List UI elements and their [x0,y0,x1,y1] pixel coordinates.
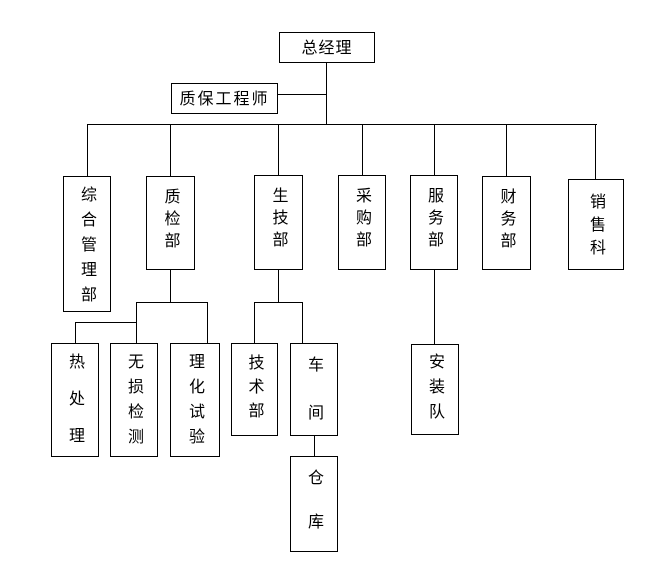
connector-drop-physchem [207,302,208,343]
node-service-dept-label: 服务部 [425,187,444,253]
connector-drop-finance [506,124,507,176]
connector-qid-crossbar [136,302,208,303]
connector-drop-production-tech [278,124,279,175]
node-workshop: 车间 [290,343,338,452]
node-qa-engineer: 质保工程师 [171,83,278,114]
connector-ptd-down [278,270,279,302]
node-installation-team-label: 安装队 [426,353,445,428]
node-nondestructive-testing: 无损检测 [110,343,158,457]
connector-workshop-warehouse [314,436,315,456]
node-production-tech-dept: 生技部 [254,175,303,270]
connector-gm-down [326,62,327,125]
connector-heat-branch [75,322,137,323]
connector-drop-quality-inspection [170,124,171,176]
connector-drop-sales [595,124,596,179]
node-general-manager-label: 总经理 [301,37,353,57]
node-finance-dept: 财务部 [482,176,531,270]
node-production-tech-dept-label: 生技部 [269,187,289,253]
connector-qid-down [170,270,171,302]
connector-qa-link [278,94,327,95]
node-service-dept: 服务部 [410,175,458,270]
node-warehouse-label: 仓库 [305,469,324,557]
node-sales-section-label: 销售科 [587,193,606,262]
connector-drop-heat-treatment [75,322,76,343]
node-physical-chemical-test: 理化试验 [170,343,220,457]
node-heat-treatment: 热处理 [51,343,99,464]
connector-ptd-crossbar [254,302,303,303]
node-quality-inspection-dept-label: 质检部 [161,188,181,254]
node-finance-dept-label: 财务部 [497,188,517,254]
node-installation-team: 安装队 [411,344,459,435]
node-sales-section: 销售科 [568,179,624,270]
connector-drop-purchasing [362,124,363,175]
connector-drop-general-management [87,124,88,176]
node-technical-dept: 技术部 [231,343,278,436]
node-workshop-label: 车间 [305,356,324,452]
node-nondestructive-testing-label: 无损检测 [125,353,144,453]
node-physical-chemical-test-label: 理化试验 [186,353,205,453]
node-general-management-dept: 综合管理部 [63,176,111,312]
node-heat-treatment-label: 热处理 [66,353,85,464]
connector-crossbar [87,124,597,125]
node-qa-engineer-label: 质保工程师 [179,88,270,108]
connector-service-installation [434,270,435,344]
node-warehouse: 仓库 [290,456,338,557]
node-general-manager: 总经理 [279,32,375,63]
node-technical-dept-label: 技术部 [245,354,265,426]
node-purchasing-dept: 采购部 [338,175,386,270]
connector-drop-workshop [302,302,303,343]
connector-drop-technical [254,302,255,343]
node-purchasing-dept-label: 采购部 [353,187,372,253]
connector-drop-service [434,124,435,175]
node-quality-inspection-dept: 质检部 [146,176,195,270]
node-general-management-dept-label: 综合管理部 [78,186,97,311]
